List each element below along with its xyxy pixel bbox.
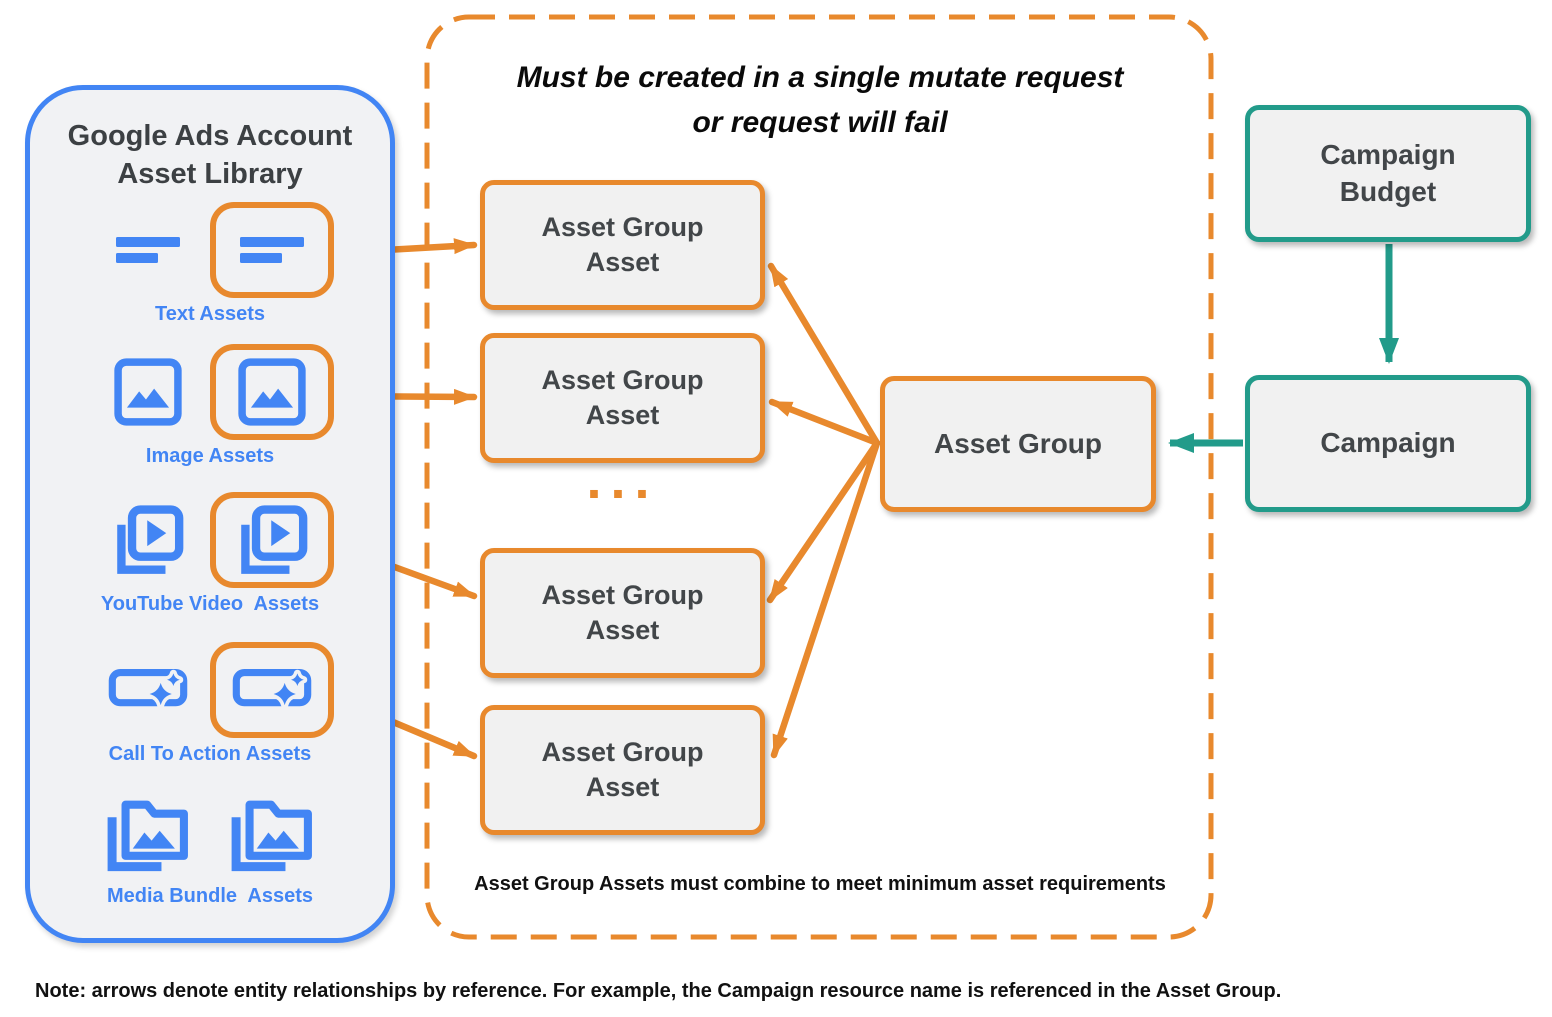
asset-row-cta: Call To Action Assets [30,642,390,766]
media-asset-plain [210,784,334,880]
asset-group-asset-box: Asset Group Asset [480,548,765,678]
campaign-budget-box: Campaign Budget [1245,105,1531,242]
media-bundle-assets-icon [103,793,193,872]
image-asset-plain [86,344,210,440]
media-bundle-assets-icon [227,793,317,872]
text-asset-plain [86,202,210,298]
requirements-footnote: Asset Group Assets must combine to meet … [474,873,1166,895]
call-to-action-assets-icon [232,667,312,713]
mutate-request-heading: Must be created in a single mutate reque… [516,61,1124,139]
asset-row-label: YouTube Video Assets [100,593,320,615]
asset-group-asset-box: Asset Group Asset [480,180,765,310]
youtube-asset-plain [86,492,210,588]
diagram-note: Note: arrows denote entity relationships… [35,980,1282,1002]
text-asset-selected-outline [210,202,334,298]
asset-row-label: Image Assets [145,445,275,467]
asset-group-asset-box: Asset Group Asset [480,333,765,463]
asset-row-youtube: YouTube Video Assets [30,492,390,616]
text-assets-icon [116,237,180,263]
asset-row-label: Call To Action Assets [108,743,312,765]
youtube-asset-selected-outline [210,492,334,588]
call-to-action-assets-icon [108,667,188,713]
asset-library-title: Google Ads Account Asset Library [67,120,353,190]
cta-asset-plain [86,642,210,738]
image-assets-icon [238,358,306,426]
campaign-box: Campaign [1245,375,1531,512]
asset-library-panel: Google Ads Account Asset Library Text As… [25,85,395,943]
media-asset-plain [86,784,210,880]
cta-asset-selected-outline [210,642,334,738]
asset-row-label: Media Bundle Assets [107,885,313,907]
asset-group-asset-box: Asset Group Asset [480,705,765,835]
youtube-video-assets-icon [109,502,187,578]
asset-row-media: Media Bundle Assets [30,784,390,908]
asset-row-text: Text Assets [30,202,390,326]
youtube-video-assets-icon [233,502,311,578]
asset-group-box: Asset Group [880,376,1156,512]
image-asset-selected-outline [210,344,334,440]
asset-row-label: Text Assets [154,303,266,325]
asset-row-image: Image Assets [30,344,390,468]
text-assets-icon [240,237,304,263]
ellipsis: ... [586,450,659,510]
image-assets-icon [114,358,182,426]
